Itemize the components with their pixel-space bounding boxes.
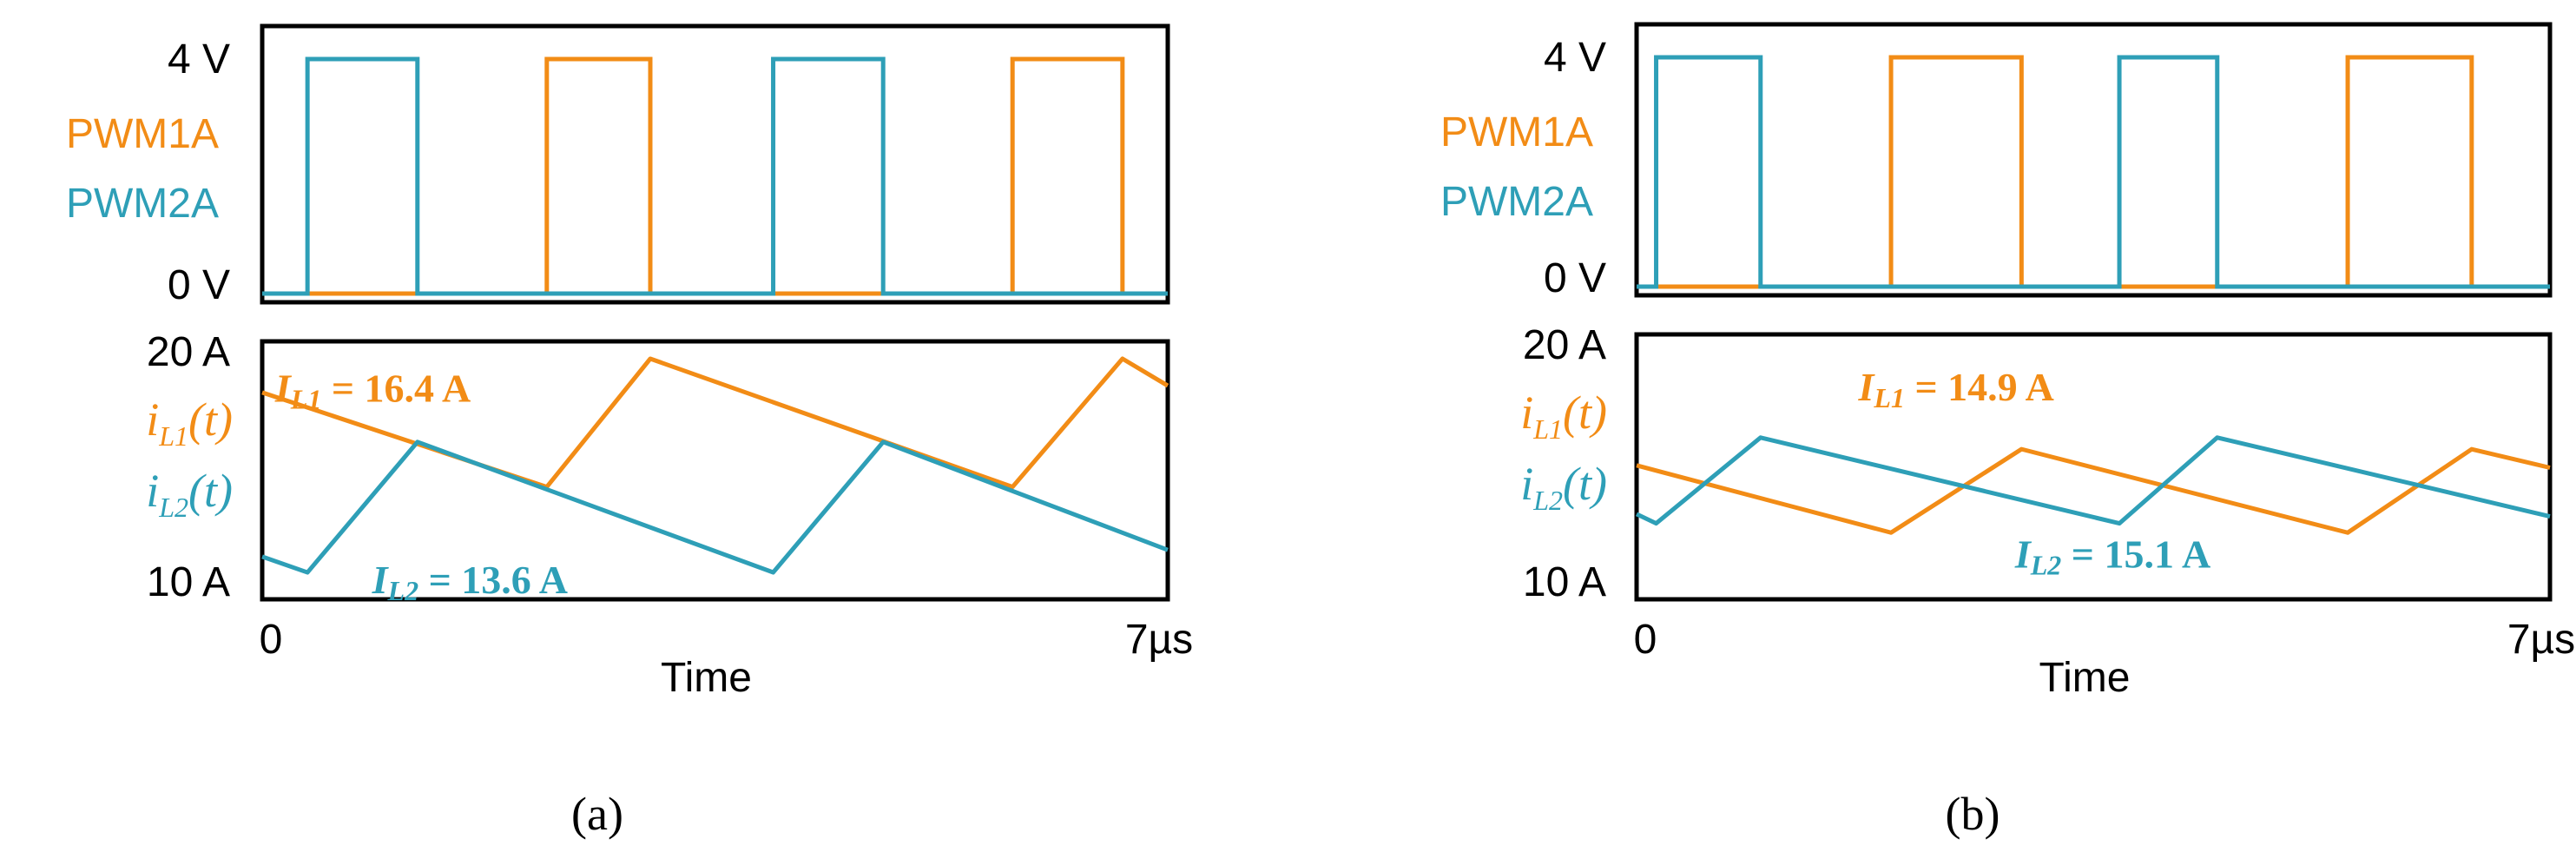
current-series-il1 (1636, 446, 2551, 535)
xtick-label-0: 0 (1634, 617, 1657, 663)
legend-il1: iL1(t) (146, 393, 233, 452)
pwm-subplot: 4 V 0 V PWM1A PWM2A (1440, 22, 2553, 301)
pwm-series-pwm1a (1637, 55, 2550, 289)
legend-pwm2a: PWM2A (1440, 179, 1593, 225)
xtick-label-0: 0 (260, 617, 283, 663)
annotation-il1-avg: IL1 = 16.4 A (274, 367, 471, 415)
ytick-label-10a: 10 A (147, 559, 230, 605)
annotation-il2-avg: IL2 = 13.6 A (372, 558, 568, 606)
current-plot-frame (260, 339, 1170, 602)
ytick-label-0v: 0 V (168, 262, 230, 308)
x-axis-label: Time (2039, 655, 2131, 701)
panel-a: 4 V 0 V PWM1A PWM2A 20 A 10 A iL1(t) iL2(t) IL1 … (66, 23, 1193, 840)
ytick-label-10a: 10 A (1523, 559, 1606, 605)
pwm-series-pwm1a (262, 56, 1168, 296)
pwm-subplot: 4 V 0 V PWM1A PWM2A (66, 23, 1170, 308)
xtick-label-7us: 7µs (1125, 617, 1193, 663)
legend-il2: iL2(t) (146, 465, 233, 523)
ytick-label-4v: 4 V (168, 36, 230, 83)
pwm-plot-frame (1634, 22, 2553, 298)
legend-il2: iL2(t) (1520, 458, 1607, 516)
panel-caption: (a) (571, 788, 623, 840)
ytick-label-20a: 20 A (147, 329, 230, 375)
annotation-il1-avg: IL1 = 14.9 A (1857, 365, 2053, 413)
ytick-label-20a: 20 A (1523, 322, 1606, 368)
current-subplot: 20 A 10 A iL1(t) iL2(t) IL1 = 14.9 A IL2 = 15… (1520, 322, 2553, 605)
x-axis-label: Time (661, 655, 752, 701)
legend-pwm2a: PWM2A (66, 181, 219, 227)
pwm-plot-frame (260, 23, 1170, 305)
pwm-series-pwm2a (1637, 55, 2550, 289)
current-subplot: 20 A 10 A iL1(t) iL2(t) IL1 = 16.4 A IL2 = 13… (146, 329, 1170, 606)
current-series-il2 (1635, 435, 2551, 526)
legend-pwm1a: PWM1A (66, 111, 219, 157)
legend-il1: iL1(t) (1520, 387, 1607, 445)
xtick-label-7us: 7µs (2507, 617, 2575, 663)
legend-pwm1a: PWM1A (1440, 109, 1593, 155)
ytick-label-4v: 4 V (1544, 35, 1606, 81)
annotation-il2-avg: IL2 = 15.1 A (2014, 532, 2210, 580)
panel-b: 4 V 0 V PWM1A PWM2A 20 A 10 A iL1(t) iL2(t) IL1 … (1440, 22, 2575, 840)
ytick-label-0v: 0 V (1544, 255, 1606, 301)
pwm-series-pwm2a (262, 56, 1168, 296)
panel-caption: (b) (1946, 788, 2000, 840)
current-series-il2 (261, 439, 1169, 575)
